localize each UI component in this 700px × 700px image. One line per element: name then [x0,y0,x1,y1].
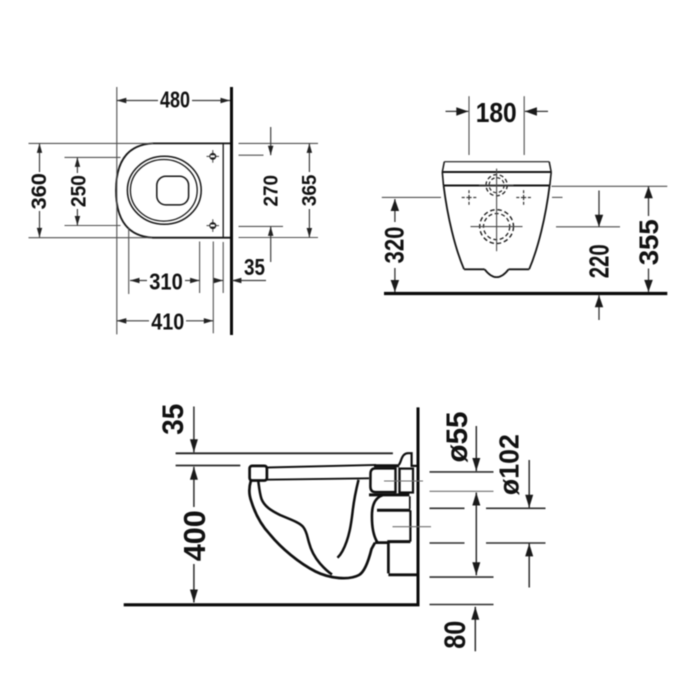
svg-text:35: 35 [244,254,265,280]
svg-text:480: 480 [160,86,190,112]
svg-text:250: 250 [66,175,90,207]
svg-text:410: 410 [151,309,184,335]
svg-text:365: 365 [298,175,321,207]
svg-text:220: 220 [584,244,615,278]
svg-text:270: 270 [259,175,282,207]
svg-text:355: 355 [634,219,664,265]
svg-text:360: 360 [27,173,51,210]
svg-text:ø55: ø55 [441,412,474,463]
svg-text:320: 320 [379,227,409,264]
svg-text:180: 180 [476,97,517,128]
svg-text:80: 80 [439,621,472,649]
svg-text:310: 310 [149,269,183,295]
svg-text:400: 400 [177,510,212,561]
svg-text:ø102: ø102 [494,434,525,495]
svg-text:35: 35 [157,404,190,435]
